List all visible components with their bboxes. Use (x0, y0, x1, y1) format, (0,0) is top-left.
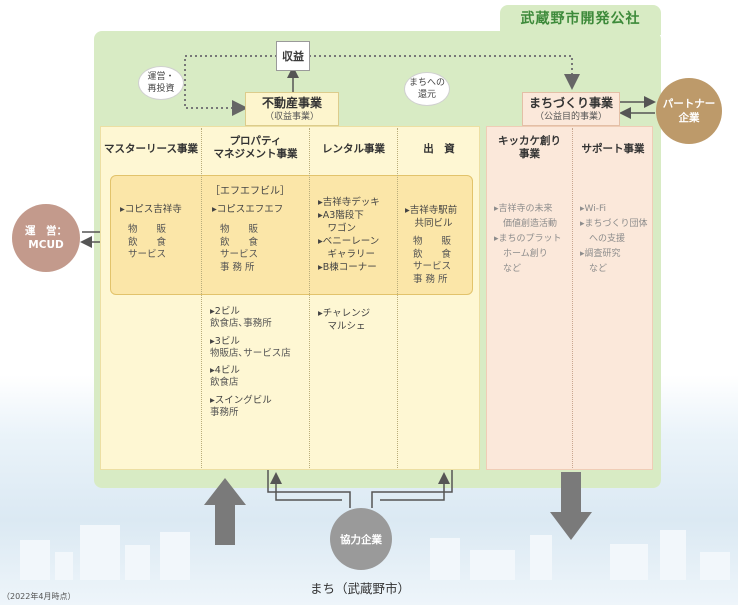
list-item: 飲食店 (210, 377, 239, 388)
col-head-property: プロパティ マネジメント事業 (213, 135, 298, 160)
list-item: ▸まちづくり団体 (580, 219, 648, 229)
list-item: ▸調査研究 (580, 249, 621, 259)
col-head-kikkake: キッカケ創り 事業 (498, 135, 561, 160)
reinvest-bubble: 運営・ 再投資 (138, 66, 184, 100)
support-content: ▸Wi-Fi ▸まちづくり団体 への支援 ▸調査研究 など (580, 202, 648, 277)
list-item: サービス (220, 249, 259, 260)
list-item: サービス (413, 261, 452, 272)
list-item: など (494, 264, 522, 274)
list-item: ▸3ビル (210, 335, 240, 347)
col-head-rental: レンタル事業 (322, 143, 385, 155)
list-item: ▸4ビル (210, 365, 240, 376)
list-item: 共同ビル (405, 218, 453, 229)
list-item: 事務所 (210, 406, 239, 418)
divider (201, 128, 202, 468)
list-item: ▸A3階段下 (318, 210, 364, 221)
date-note: （2022年4月時点） (2, 592, 76, 601)
city-skyline (0, 470, 738, 580)
property-content: ▸コピスエフエフ 物 販 飲 食 サービス 事 務 所 (212, 203, 283, 274)
real-estate-box: 不動産事業 （収益事業） (245, 92, 339, 126)
list-item: 価値創造活動 (494, 219, 558, 229)
list-item: ▸吉祥寺デッキ (318, 197, 380, 208)
list-item: 物 販 (128, 224, 167, 235)
investment-content: ▸吉祥寺駅前 共同ビル 物 販 飲 食 サービス 事 務 所 (405, 204, 457, 286)
list-item: など (580, 264, 608, 274)
list-item: ▸B棟コーナー (318, 262, 377, 273)
divider (572, 128, 573, 468)
list-item: 飲食店､事務所 (210, 318, 272, 329)
list-item: マルシェ (318, 321, 366, 332)
return-bubble: まちへの 還元 (404, 72, 450, 106)
rental-content: ▸吉祥寺デッキ ▸A3階段下 ワゴン ▸ベニーレーン ギャラリー ▸B棟コーナー (318, 196, 380, 274)
divider (309, 128, 310, 468)
operator-circle: 運 営： MCUD (12, 204, 80, 272)
list-item: への支援 (580, 234, 626, 244)
divider (397, 128, 398, 468)
list-item: 事 務 所 (413, 273, 448, 285)
master-lease-content: ▸コピス吉祥寺 物 販 飲 食 サービス (120, 203, 182, 262)
kichijoji-highlight (110, 175, 473, 295)
kikkake-content: ▸吉祥寺の未来 価値創造活動 ▸まちのプラット ホーム創り など (494, 202, 562, 277)
property-others: ▸2ビル 飲食店､事務所 ▸3ビル 物販店､サービス店 ▸4ビル 飲食店 ▸スイ… (210, 305, 291, 419)
list-item: 物 販 (220, 224, 259, 235)
list-item: ▸吉祥寺の未来 (494, 204, 553, 214)
list-item: ▸まちのプラット (494, 234, 562, 244)
cooperation-circle: 協力企業 (330, 508, 392, 570)
list-item: サービス (128, 249, 167, 260)
list-item: ▸Wi-Fi (580, 204, 606, 214)
list-item: 飲 食 (128, 236, 167, 248)
list-item: ▸2ビル (210, 306, 240, 317)
list-item: ▸ベニーレーン (318, 236, 380, 247)
corp-tab (500, 5, 661, 35)
list-item: 物 販 (413, 236, 452, 247)
machizukuri-box: まちづくり事業 （公益目的事業） (522, 92, 620, 126)
list-item: 飲 食 (413, 248, 452, 260)
list-item: ホーム創り (494, 249, 548, 259)
list-item: ▸チャレンジ (318, 308, 371, 319)
list-item: ▸スイングビル (210, 394, 272, 406)
col-head-investment: 出 資 (423, 143, 455, 155)
list-item: ▸コピス吉祥寺 (120, 204, 182, 215)
partner-circle: パートナー 企業 (656, 78, 722, 144)
list-item: ▸吉祥寺駅前 (405, 205, 458, 216)
machizukuri-panel (486, 126, 653, 470)
list-item: 飲 食 (220, 236, 259, 248)
list-item: 物販店､サービス店 (210, 347, 291, 359)
rental-others: ▸チャレンジ マルシェ (318, 307, 370, 333)
corp-title: 武蔵野市開発公社 (520, 11, 641, 27)
list-item: ギャラリー (318, 249, 376, 260)
revenue-box: 収益 (276, 41, 310, 71)
list-item: ワゴン (318, 223, 357, 234)
building-label: ［エフエフビル］ (210, 186, 290, 197)
col-head-master-lease: マスターリース事業 (104, 143, 198, 155)
list-item: ▸コピスエフエフ (212, 204, 284, 215)
revenue-label: 収益 (282, 50, 304, 63)
col-head-support: サポート事業 (581, 143, 645, 155)
town-label: まち（武蔵野市） (309, 581, 410, 596)
list-item: 事 務 所 (220, 261, 255, 273)
